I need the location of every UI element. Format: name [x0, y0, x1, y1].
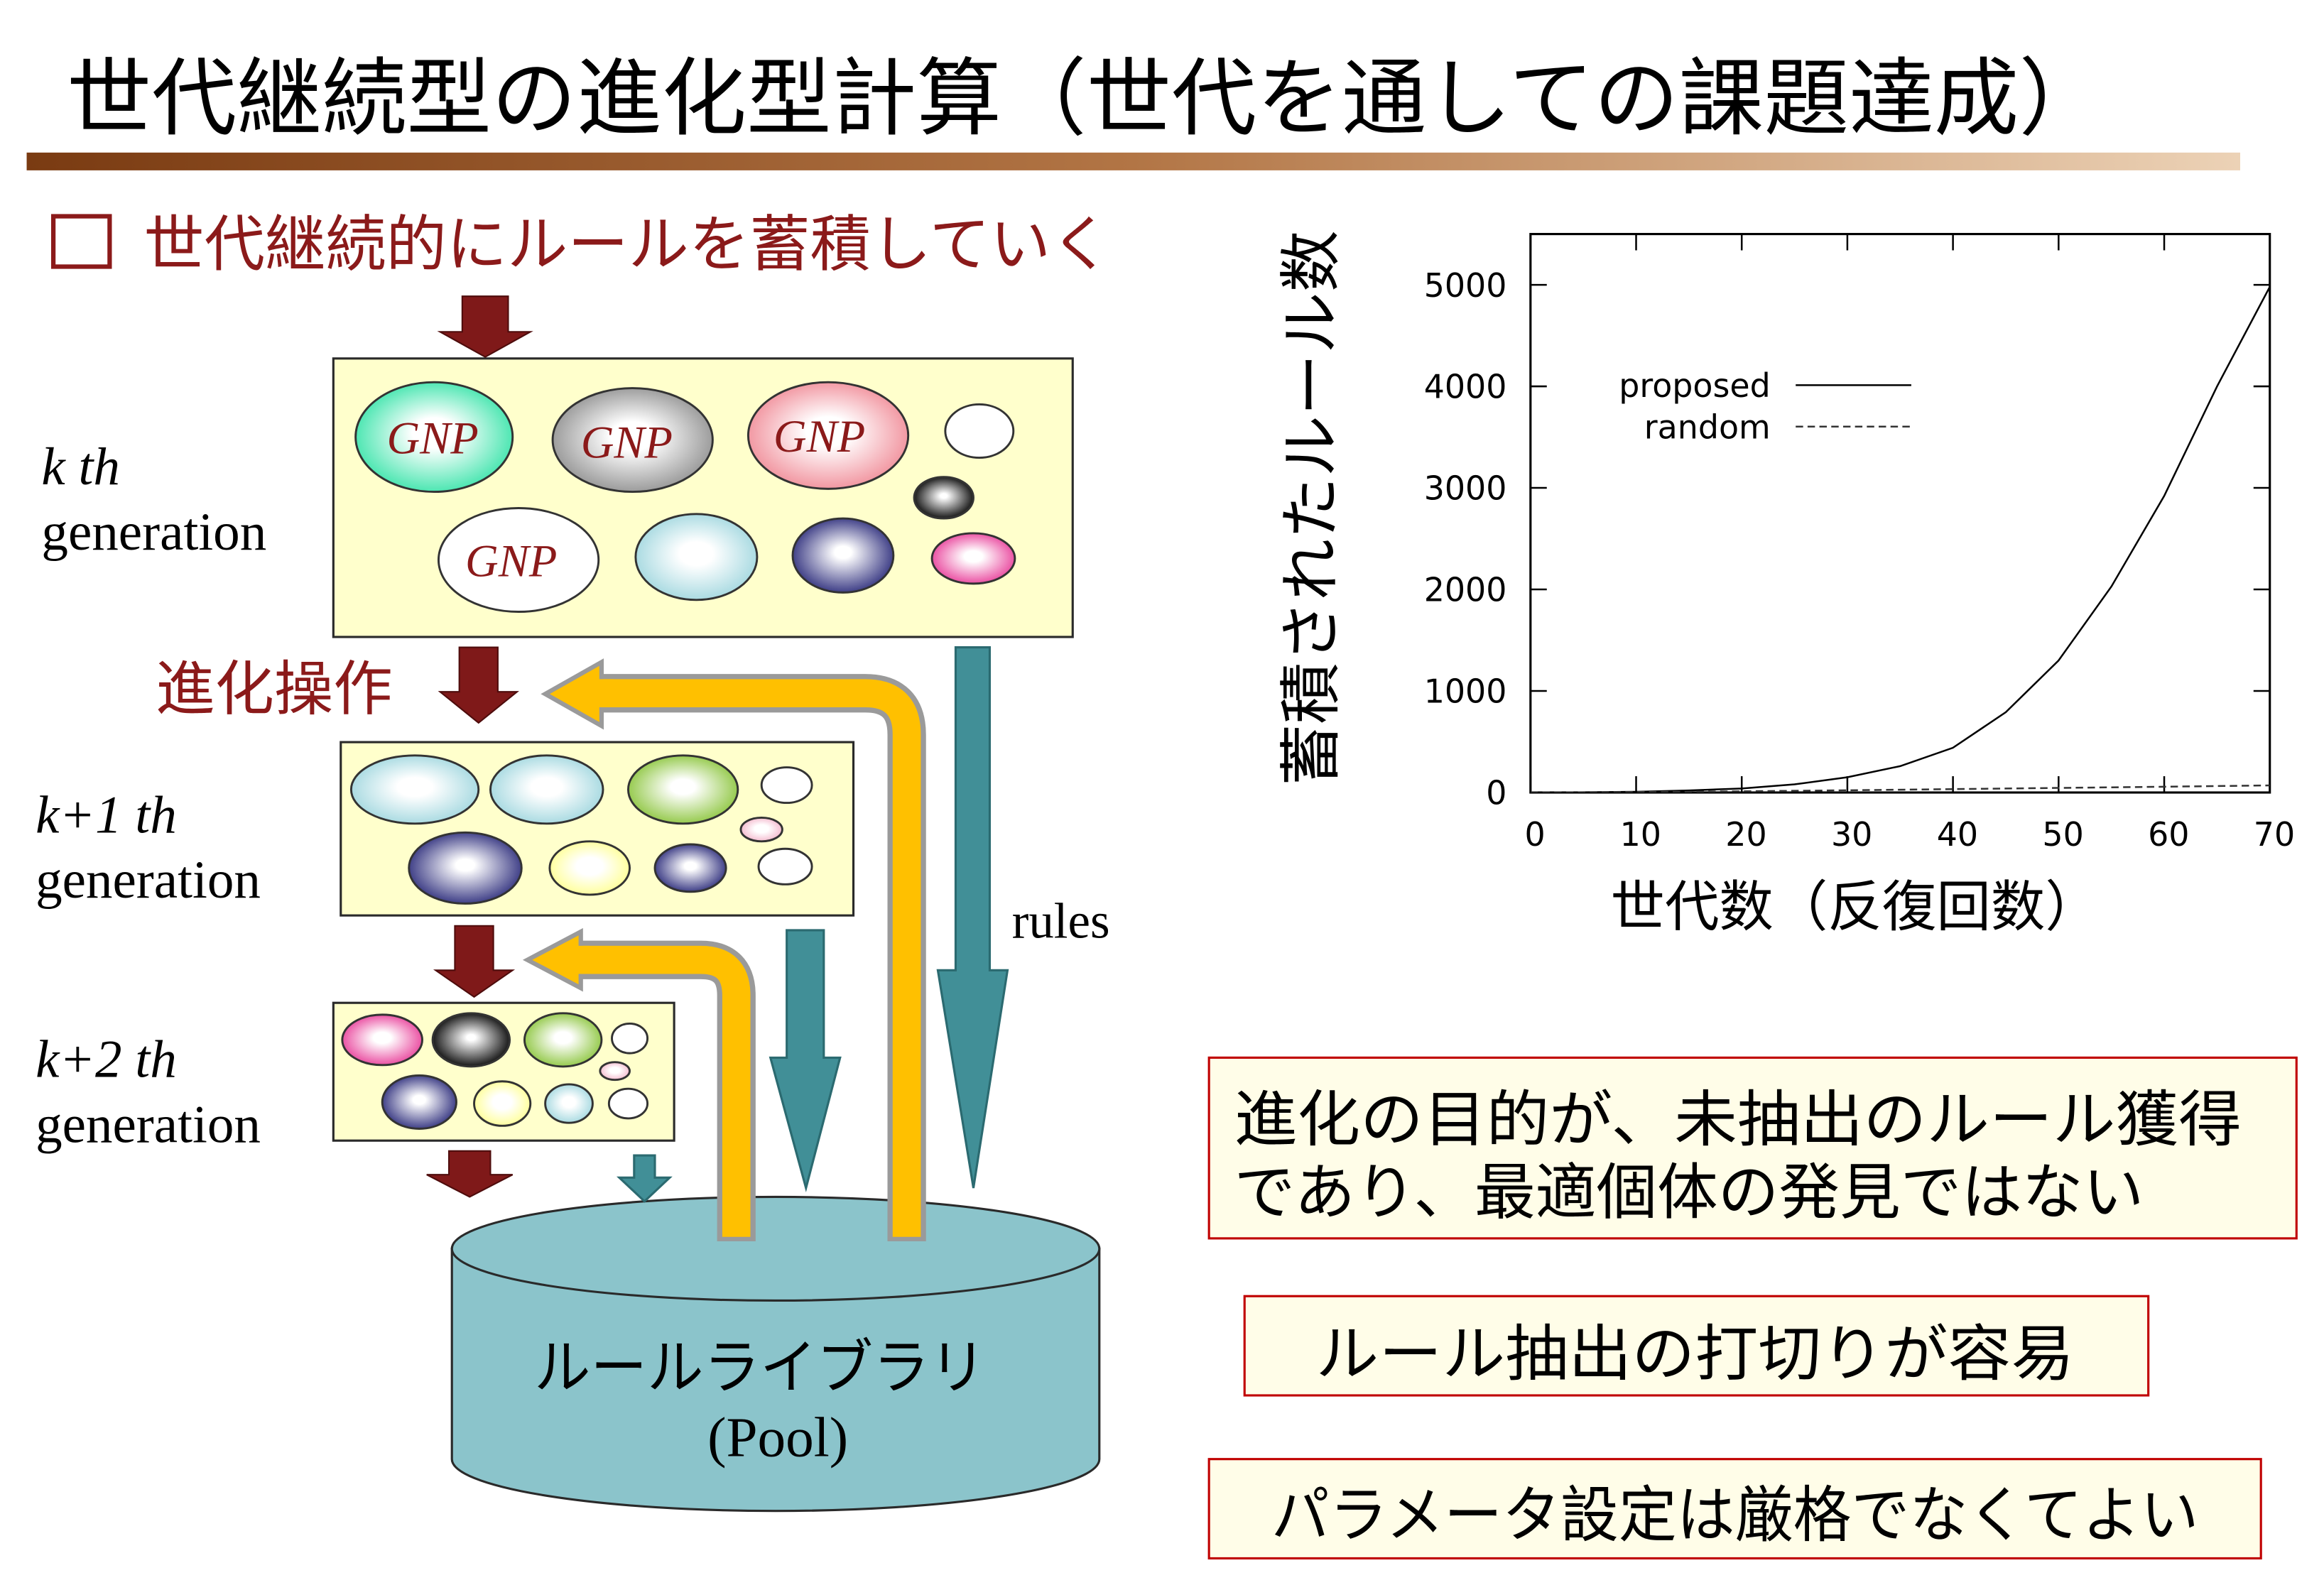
down-arrow-icon — [433, 925, 516, 998]
y-tick-label: 2000 — [1424, 571, 1507, 609]
individual — [944, 403, 1015, 459]
y-axis-label: 蓄積されたルール数 — [1275, 230, 1347, 785]
chart-marks: 0 1000 2000 3000 4000 5000 0 10 20 30 40 50 60 70 — [1424, 234, 2295, 854]
individual — [381, 1074, 457, 1130]
y-tick-label: 3000 — [1424, 469, 1507, 508]
y-tick-label: 1000 — [1424, 672, 1507, 711]
plot-frame — [1529, 233, 2271, 794]
note-line: パラメータ設定は厳格でなくてよい — [1271, 1481, 2199, 1551]
rules-label: rules — [1012, 893, 1110, 949]
individual — [489, 754, 604, 825]
generation-sublabel: generation — [41, 503, 266, 562]
generation-label: k th — [41, 437, 120, 496]
individual — [757, 847, 813, 886]
individual — [653, 843, 727, 893]
down-arrow-icon — [437, 295, 533, 358]
title-underline-bar — [26, 152, 2241, 170]
rules-down-arrow-icon — [769, 929, 842, 1193]
individual — [341, 1013, 423, 1067]
note-box-objective: 進化の目的が、未抽出のルール獲得 であり、最適個体の発見ではない — [1207, 1056, 2298, 1240]
x-tick-label: 40 — [1937, 815, 1978, 854]
cylinder-body — [450, 1247, 1101, 1513]
individual — [913, 476, 974, 520]
evolution-operation-label: 進化操作 — [156, 655, 393, 724]
library-feedback-arrow-icon — [522, 927, 756, 1242]
individual — [544, 1083, 594, 1124]
arrow-band — [598, 679, 921, 1237]
arrow-band — [577, 945, 751, 1237]
generation-k-box: GNP GNP GNP GNP — [332, 357, 1074, 638]
individual — [473, 1080, 532, 1127]
x-axis-label: 世代数（反復回数） — [1610, 876, 2099, 939]
x-tick-label: 0 — [1524, 815, 1545, 854]
library-feedback-arrow-icon — [541, 658, 926, 1242]
gnp-label: GNP — [581, 417, 673, 468]
rules-down-arrow-icon — [616, 1154, 673, 1203]
gnp-individual — [437, 507, 600, 613]
note-line: ルール抽出の打切りが容易 — [1315, 1319, 2074, 1390]
x-tick-label: 30 — [1831, 815, 1872, 854]
individual — [611, 1022, 649, 1055]
individual — [607, 1087, 649, 1120]
note-frame — [1243, 1295, 2150, 1397]
individual — [431, 1012, 511, 1068]
rules-down-arrow-icon — [936, 646, 1009, 1189]
library-name: ルールライブラリ — [534, 1334, 986, 1402]
individual — [626, 754, 739, 825]
note-box-termination: ルール抽出の打切りが容易 — [1243, 1295, 2150, 1397]
generation-k2-box — [332, 1001, 675, 1142]
generation-k1-box — [340, 741, 855, 917]
x-tick-label: 60 — [2148, 815, 2189, 854]
down-arrow-icon — [426, 1150, 514, 1198]
x-tick-label: 50 — [2042, 815, 2083, 854]
series-line-proposed — [1530, 286, 2270, 792]
individual — [408, 831, 523, 905]
generation-label: k+2 th — [36, 1030, 177, 1089]
generation-label: k+1 th — [36, 785, 177, 844]
individual — [548, 840, 631, 896]
rule-library-cylinder: ルールライブラリ (Pool) — [450, 1195, 1101, 1513]
individual — [791, 517, 895, 594]
x-tick-label: 70 — [2254, 815, 2295, 854]
legend: proposed random — [1619, 366, 1911, 446]
gnp-label: GNP — [465, 535, 557, 586]
x-tick-label: 10 — [1620, 815, 1661, 854]
individual — [760, 766, 813, 805]
note-line: であり、最適個体の発見ではない — [1234, 1158, 2144, 1228]
generation-sublabel: generation — [36, 1095, 261, 1154]
individual — [739, 817, 783, 843]
cylinder-top — [450, 1195, 1101, 1302]
individual — [634, 513, 759, 601]
y-tick-label: 0 — [1486, 774, 1506, 812]
gnp-label: GNP — [773, 410, 865, 462]
legend-label-random: random — [1644, 408, 1771, 446]
y-tick-label: 4000 — [1424, 368, 1507, 406]
rules-accumulation-chart: 0 1000 2000 3000 4000 5000 0 10 20 30 40 50 60 70 pro… — [1275, 230, 2295, 939]
evolution-diagram: ルールライブラリ (Pool) GNP GNP GNP GNP k th gen… — [36, 295, 1110, 1513]
individual — [599, 1061, 631, 1082]
y-tick-label: 5000 — [1424, 266, 1507, 305]
individual — [523, 1012, 603, 1068]
legend-label-proposed: proposed — [1619, 366, 1770, 405]
gnp-individual — [746, 381, 910, 490]
bullet-text: 世代継続的にルールを蓄積していく — [143, 209, 1111, 280]
library-subtitle: (Pool) — [707, 1407, 848, 1469]
note-frame — [1207, 1458, 2262, 1560]
note-box-parameters: パラメータ設定は厳格でなくてよい — [1207, 1458, 2262, 1560]
down-arrow-icon — [438, 646, 519, 724]
individual — [349, 754, 480, 825]
slide-title: 世代継続型の進化型計算（世代を通しての課題達成） — [67, 50, 2104, 148]
gnp-label: GNP — [386, 412, 478, 463]
gnp-individual — [354, 381, 514, 494]
generation-sublabel: generation — [36, 851, 261, 910]
note-line: 進化の目的が、未抽出のルール獲得 — [1234, 1085, 2242, 1155]
bullet-square-icon — [50, 214, 112, 269]
note-frame — [1207, 1056, 2298, 1240]
individual — [930, 532, 1016, 585]
gnp-individual — [551, 387, 714, 494]
series-line-random — [1530, 784, 2270, 792]
x-tick-label: 20 — [1725, 815, 1766, 854]
